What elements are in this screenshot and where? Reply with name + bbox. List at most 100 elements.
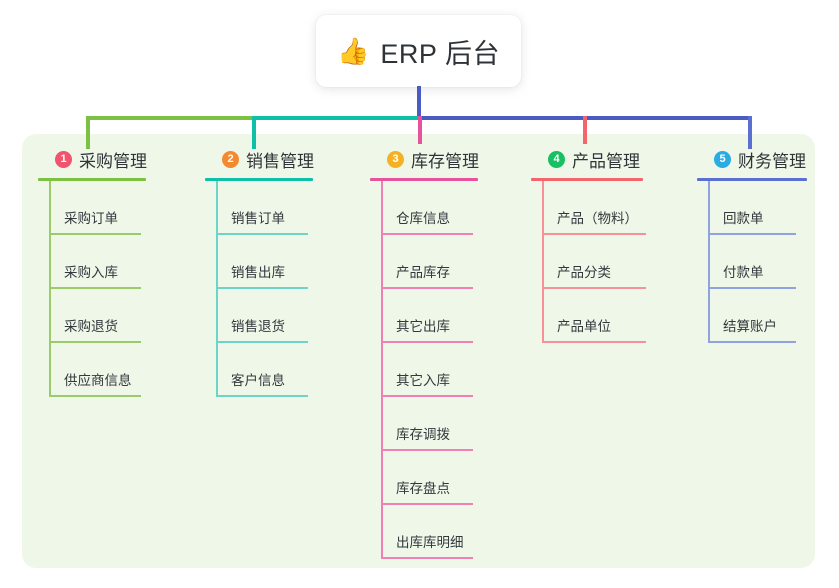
branch-spine	[49, 181, 51, 397]
branch-item-label: 其它出库	[396, 319, 450, 334]
thumbs-up-icon: 👍	[337, 36, 370, 66]
branch-spine	[381, 181, 383, 559]
connector-drop-product	[583, 116, 587, 144]
branch-label: 财务管理	[738, 151, 806, 171]
branch-item[interactable]: 产品（物料）	[542, 181, 646, 235]
connector-drop-purchasing	[86, 116, 90, 149]
branch-spine	[542, 181, 544, 343]
branch-item[interactable]: 客户信息	[216, 343, 314, 397]
branch-item[interactable]: 产品库存	[381, 235, 479, 289]
branch-item-label: 回款单	[723, 211, 764, 226]
connector-teal-span	[252, 116, 418, 120]
branch-item-underline	[708, 233, 796, 235]
branch-finance[interactable]: 5 财务管理回款单付款单结算账户	[697, 146, 807, 343]
branch-item-label: 库存调拨	[396, 427, 450, 442]
connector-drop-inventory	[418, 116, 422, 144]
branch-item-underline	[381, 449, 473, 451]
branch-header-product[interactable]: 4 产品管理	[531, 146, 643, 172]
branch-item-underline	[542, 233, 646, 235]
branch-item-underline	[708, 287, 796, 289]
branch-label: 销售管理	[246, 151, 314, 171]
branch-item-underline	[216, 287, 308, 289]
branch-underline	[205, 178, 313, 181]
branch-item[interactable]: 出库库明细	[381, 505, 479, 559]
branch-item[interactable]: 销售订单	[216, 181, 314, 235]
branch-item-label: 库存盘点	[396, 481, 450, 496]
branch-item-label: 客户信息	[231, 373, 285, 388]
branch-items-product: 产品（物料） 产品分类产品单位	[542, 181, 646, 343]
branch-item-label: 采购入库	[64, 265, 118, 280]
branch-item-underline	[381, 557, 473, 559]
branch-product[interactable]: 4 产品管理产品（物料） 产品分类产品单位	[531, 146, 646, 343]
branch-item-underline	[708, 341, 796, 343]
branch-item-label: 产品（物料）	[557, 211, 638, 226]
branch-item[interactable]: 付款单	[708, 235, 807, 289]
branch-item-underline	[216, 341, 308, 343]
branch-item[interactable]: 其它出库	[381, 289, 479, 343]
branch-label: 库存管理	[411, 151, 479, 171]
root-trunk-line	[417, 86, 421, 120]
branch-item-underline	[381, 233, 473, 235]
branch-item-label: 采购订单	[64, 211, 118, 226]
branch-item-label: 产品单位	[557, 319, 611, 334]
branch-item[interactable]: 产品单位	[542, 289, 646, 343]
branch-item-underline	[216, 233, 308, 235]
branch-item[interactable]: 销售退货	[216, 289, 314, 343]
branch-underline	[531, 178, 643, 181]
branch-number-badge: 2	[222, 150, 239, 168]
branch-item-underline	[381, 287, 473, 289]
branch-item[interactable]: 回款单	[708, 181, 807, 235]
branch-item-label: 销售订单	[231, 211, 285, 226]
branch-item[interactable]: 产品分类	[542, 235, 646, 289]
branch-header-finance[interactable]: 5 财务管理	[697, 146, 807, 172]
branch-item-underline	[49, 395, 141, 397]
branch-item[interactable]: 其它入库	[381, 343, 479, 397]
branch-item[interactable]: 结算账户	[708, 289, 807, 343]
branch-underline	[370, 178, 478, 181]
branch-items-sales: 销售订单销售出库销售退货客户信息	[216, 181, 314, 397]
branch-label: 产品管理	[572, 151, 640, 171]
branch-item[interactable]: 库存盘点	[381, 451, 479, 505]
branches-panel	[22, 134, 815, 568]
branch-label: 采购管理	[79, 151, 147, 171]
root-node-card[interactable]: 👍 ERP 后台	[316, 15, 521, 87]
root-title: ERP 后台	[380, 38, 500, 69]
branch-items-inventory: 仓库信息产品库存其它出库其它入库库存调拨库存盘点出库库明细	[381, 181, 479, 559]
branch-item-label: 供应商信息	[64, 373, 132, 388]
branch-item-underline	[49, 233, 141, 235]
branch-item-underline	[542, 341, 646, 343]
branch-number-badge: 5	[714, 150, 731, 168]
branch-item-underline	[542, 287, 646, 289]
branch-item[interactable]: 销售出库	[216, 235, 314, 289]
branch-item-label: 销售退货	[231, 319, 285, 334]
branch-spine	[216, 181, 218, 397]
branch-item[interactable]: 仓库信息	[381, 181, 479, 235]
branch-item[interactable]: 库存调拨	[381, 397, 479, 451]
connector-drop-sales	[252, 116, 256, 149]
branch-item-label: 付款单	[723, 265, 764, 280]
branch-number-badge: 4	[548, 150, 565, 168]
branch-item[interactable]: 供应商信息	[49, 343, 147, 397]
branch-item[interactable]: 采购退货	[49, 289, 147, 343]
branch-item-label: 出库库明细	[396, 535, 464, 550]
branch-items-purchasing: 采购订单采购入库采购退货供应商信息	[49, 181, 147, 397]
connector-drop-finance	[748, 116, 752, 149]
branch-item-underline	[381, 503, 473, 505]
branch-item-label: 产品分类	[557, 265, 611, 280]
branch-item-label: 结算账户	[723, 319, 777, 334]
branch-item-underline	[49, 287, 141, 289]
branch-item-label: 产品库存	[396, 265, 450, 280]
branch-item[interactable]: 采购订单	[49, 181, 147, 235]
connector-green-span	[86, 116, 252, 120]
branch-header-sales[interactable]: 2 销售管理	[205, 146, 314, 172]
branch-sales[interactable]: 2 销售管理销售订单销售出库销售退货客户信息	[205, 146, 314, 397]
branch-item[interactable]: 采购入库	[49, 235, 147, 289]
branch-item-label: 其它入库	[396, 373, 450, 388]
branch-item-underline	[216, 395, 308, 397]
branch-item-underline	[381, 341, 473, 343]
